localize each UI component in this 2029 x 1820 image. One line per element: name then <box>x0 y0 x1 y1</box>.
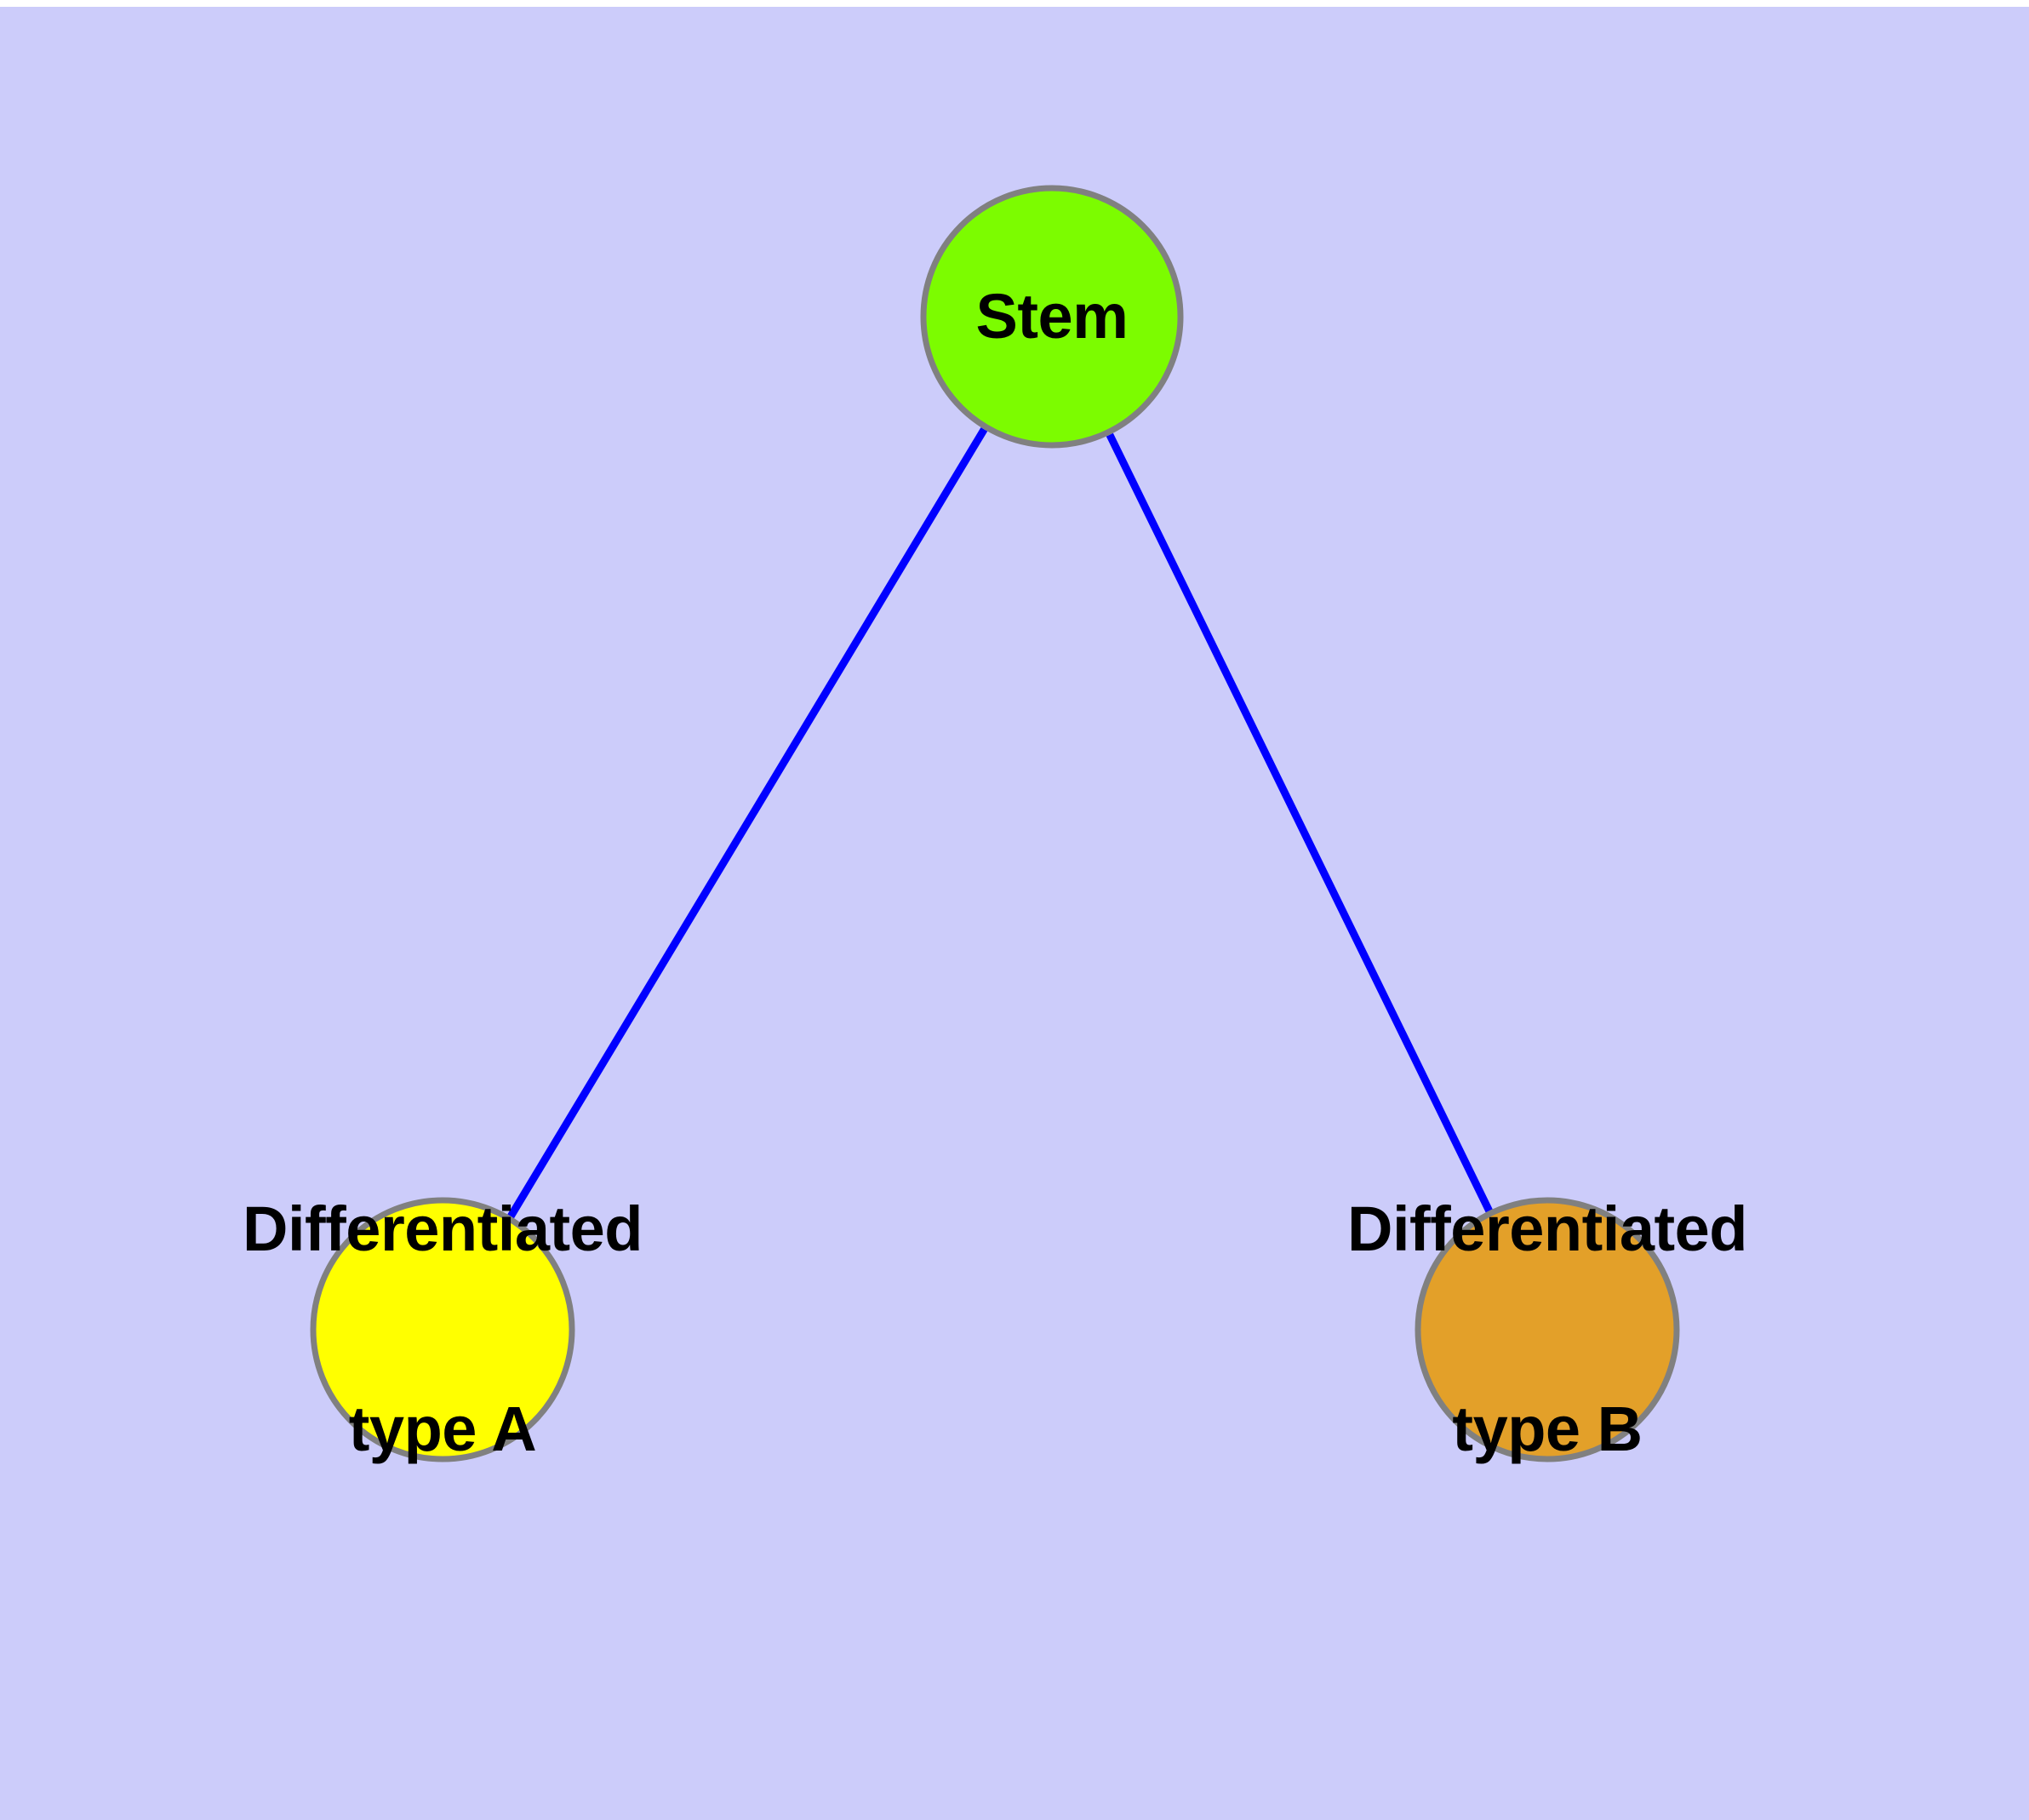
node-differentiated-type-b[interactable] <box>1415 1197 1680 1462</box>
edge-stem-to-differentiated-type-b[interactable] <box>1048 315 1552 1331</box>
edges-layer <box>439 314 1552 1332</box>
node-differentiated-type-a[interactable] <box>310 1197 575 1462</box>
edge-stem-to-differentiated-type-a[interactable] <box>439 314 1055 1332</box>
node-stem[interactable] <box>920 185 1184 449</box>
nodes-layer <box>310 185 1680 1462</box>
